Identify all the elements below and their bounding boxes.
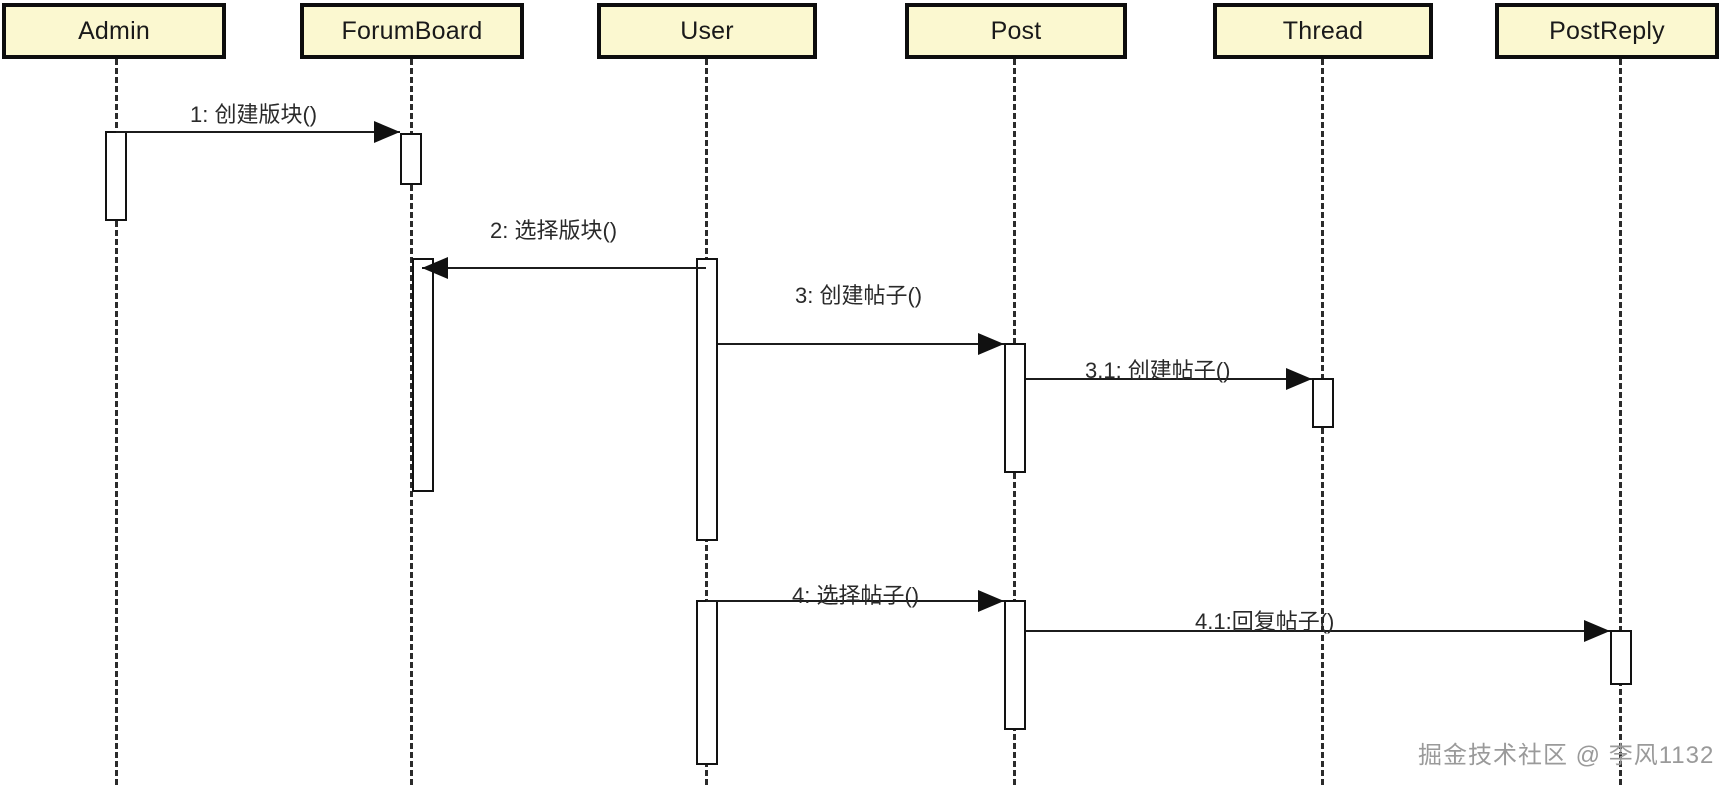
activation-bar-forumboard <box>412 258 434 492</box>
lifeline-header-admin[interactable]: Admin <box>2 3 226 59</box>
lifeline-forumboard <box>410 59 413 785</box>
activation-bar-thread <box>1312 378 1334 428</box>
lifeline-title: PostReply <box>1549 16 1665 45</box>
message-label-2: 2: 选择版块() <box>490 218 618 243</box>
activation-bar-admin <box>105 131 127 221</box>
message-arrowhead-3.1 <box>1286 368 1312 390</box>
message-arrowhead-2 <box>422 257 448 279</box>
message-label-3: 3: 创建帖子() <box>795 283 923 308</box>
message-arrowhead-4.1 <box>1584 620 1610 642</box>
message-label-4.1: 4.1:回复帖子() <box>1195 609 1335 634</box>
lifeline-header-thread[interactable]: Thread <box>1213 3 1433 59</box>
lifeline-title: Thread <box>1282 16 1364 45</box>
activation-bar-post <box>1004 343 1026 473</box>
message-line-3 <box>718 343 1004 345</box>
message-arrowhead-3 <box>978 333 1004 355</box>
message-arrowhead-4 <box>978 590 1004 612</box>
lifeline-title: Admin <box>78 16 150 45</box>
lifeline-header-postreply[interactable]: PostReply <box>1495 3 1719 59</box>
watermark-text: 掘金技术社区 @ 李风1132 <box>1418 742 1715 769</box>
lifeline-header-forumboard[interactable]: ForumBoard <box>300 3 524 59</box>
message-line-1 <box>116 131 400 133</box>
activation-bar-user <box>696 600 718 765</box>
message-line-4.1 <box>1026 630 1610 632</box>
lifeline-header-user[interactable]: User <box>597 3 817 59</box>
lifeline-admin <box>115 59 118 785</box>
lifeline-postreply <box>1619 59 1622 785</box>
lifeline-header-post[interactable]: Post <box>905 3 1127 59</box>
activation-bar-postreply <box>1610 630 1632 685</box>
activation-bar-forumboard <box>400 133 422 185</box>
activation-bar-post <box>1004 600 1026 730</box>
activation-bar-user <box>696 258 718 541</box>
message-label-4: 4: 选择帖子() <box>792 583 920 608</box>
message-label-1: 1: 创建版块() <box>190 102 318 127</box>
message-label-3.1: 3.1: 创建帖子() <box>1085 358 1231 383</box>
lifeline-title: ForumBoard <box>341 16 483 45</box>
message-arrowhead-1 <box>374 121 400 143</box>
message-line-4 <box>706 600 1004 602</box>
lifeline-title: User <box>680 16 734 45</box>
message-line-2 <box>422 267 706 269</box>
message-line-3.1 <box>1026 378 1312 380</box>
lifeline-title: Post <box>990 16 1042 45</box>
